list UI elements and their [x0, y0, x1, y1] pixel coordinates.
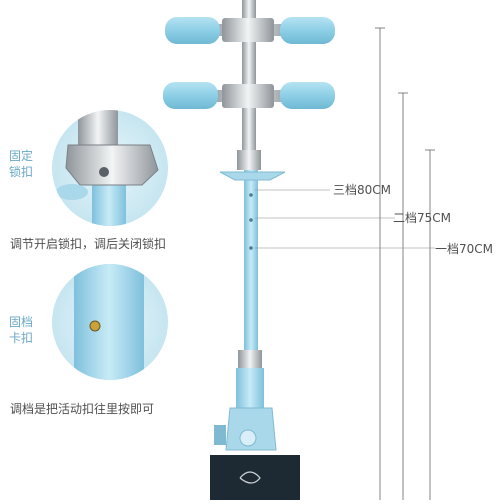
fold-body — [236, 368, 264, 408]
gear-hole-2 — [249, 218, 253, 222]
right-grip-upper — [280, 17, 335, 44]
gear-buckle-label-line2: 卡扣 — [9, 331, 34, 345]
gear-caption: 调档是把活动扣往里按即可 — [10, 402, 155, 416]
gear-pin-detail-icon — [52, 264, 168, 380]
lower-handlebar — [163, 82, 335, 109]
stem-tube — [244, 170, 258, 350]
lock-buckle-label-line1: 固定 — [9, 149, 34, 163]
stem-collar — [237, 150, 261, 170]
left-grip-lower — [163, 82, 218, 109]
lock-buckle-label: 固定 锁扣 — [9, 148, 39, 180]
upper-handlebar — [165, 17, 335, 44]
brake-part — [214, 425, 226, 445]
gear-buckle-label-line1: 固档 — [9, 315, 34, 329]
gear-buckle-label: 固档 卡扣 — [9, 314, 39, 346]
height-level-1-label: 一档70CM — [435, 242, 494, 256]
gear-hole-1 — [249, 246, 253, 250]
left-grip-upper — [165, 17, 220, 44]
lock-buckle-label-line2: 锁扣 — [9, 165, 34, 179]
deck-logo — [239, 471, 261, 484]
lock-caption: 调节开启锁扣，调后关闭锁扣 — [10, 237, 167, 251]
right-grip-lower — [280, 82, 335, 109]
deck — [210, 455, 300, 500]
height-level-2-label: 二档75CM — [393, 211, 452, 225]
height-clamp — [219, 171, 286, 181]
hinge-bolt — [239, 429, 257, 447]
gear-hole-3 — [249, 193, 253, 197]
fold-base — [225, 407, 277, 451]
height-level-3-label: 三档80CM — [333, 183, 392, 197]
lock-detail-icon — [52, 110, 168, 226]
fold-collar — [238, 350, 262, 368]
measurement-lines — [255, 27, 435, 500]
